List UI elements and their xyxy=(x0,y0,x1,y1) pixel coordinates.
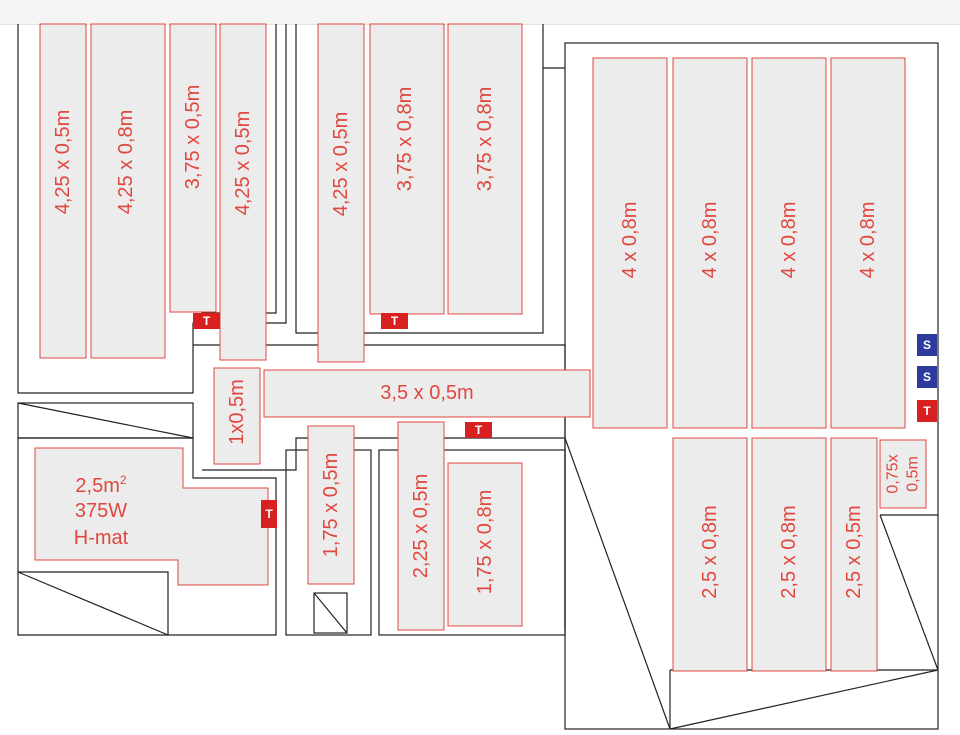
mat-6-label: 3,75 x 0,8m xyxy=(394,87,416,192)
mat-18 xyxy=(751,437,827,672)
mat-3-label: 3,75 x 0,5m xyxy=(182,85,204,190)
mat-20-label-line1: 0,75x xyxy=(885,454,902,493)
hmat-name: H-mat xyxy=(74,527,129,549)
mat-12-label: 3,5 x 0,5m xyxy=(380,382,473,404)
mat-4-label: 4,25 x 0,5m xyxy=(232,111,254,216)
mat-1-label: 4,25 x 0,5m xyxy=(52,110,74,215)
mat-19 xyxy=(830,437,878,672)
mat-15-label: 2,25 x 0,5m xyxy=(410,474,432,579)
mat-8-label: 4 x 0,8m xyxy=(619,202,641,279)
mat-17-label: 2,5 x 0,8m xyxy=(699,505,721,598)
thermostat-badge-5: T xyxy=(917,400,937,422)
thermostat-badge-2: T xyxy=(381,313,408,329)
mat-12 xyxy=(263,369,591,418)
mat-7 xyxy=(447,23,523,315)
mat-8 xyxy=(592,57,668,429)
mat-10-label: 4 x 0,8m xyxy=(778,202,800,279)
hmat-power: 375W xyxy=(75,500,127,522)
thermostat-badge-1: T xyxy=(193,313,220,329)
mat-20-label-line2: 0,5m xyxy=(905,456,922,492)
mat-h xyxy=(34,447,269,586)
mat-20 xyxy=(879,439,927,509)
mat-13 xyxy=(213,367,261,465)
mat-1 xyxy=(39,23,87,359)
mat-5 xyxy=(317,23,365,363)
svg-text:T: T xyxy=(923,404,931,418)
mat-2 xyxy=(90,23,166,359)
hmat-area-sup: 2 xyxy=(120,473,127,487)
svg-text:T: T xyxy=(203,314,211,328)
mat-11-label: 4 x 0,8m xyxy=(857,202,879,279)
svg-text:T: T xyxy=(391,314,399,328)
badges: T T T T T S S xyxy=(193,313,937,528)
mat-4 xyxy=(219,23,267,361)
mat-16-label: 1,75 x 0,8m xyxy=(474,490,496,595)
mat-17 xyxy=(672,437,748,672)
mat-7-label: 3,75 x 0,8m xyxy=(474,87,496,192)
mat-11 xyxy=(830,57,906,429)
switch-badge-1: S xyxy=(917,334,937,356)
hmat-area: 2,5m2 xyxy=(75,473,126,497)
mat-2-label: 4,25 x 0,8m xyxy=(115,110,137,215)
mat-19-label: 2,5 x 0,5m xyxy=(843,505,865,598)
svg-text:T: T xyxy=(475,423,483,437)
hmat-area-value: 2,5m xyxy=(75,475,119,497)
mat-18-label: 2,5 x 0,8m xyxy=(778,505,800,598)
mat-6 xyxy=(369,23,445,315)
svg-text:T: T xyxy=(265,507,273,521)
mat-15 xyxy=(397,421,445,631)
mat-9-label: 4 x 0,8m xyxy=(699,202,721,279)
mat-14 xyxy=(307,425,355,585)
mat-13-label: 1x0,5m xyxy=(226,379,248,445)
switch-badge-2: S xyxy=(917,366,937,388)
svg-text:S: S xyxy=(923,338,931,352)
mat-9 xyxy=(672,57,748,429)
thermostat-badge-4: T xyxy=(261,500,277,528)
svg-text:S: S xyxy=(923,370,931,384)
mat-14-label: 1,75 x 0,5m xyxy=(320,453,342,558)
mat-5-label: 4,25 x 0,5m xyxy=(330,112,352,217)
mat-labels: 4,25 x 0,5m 4,25 x 0,8m 3,75 x 0,5m 4,25… xyxy=(52,85,922,599)
heating-mats xyxy=(34,23,927,672)
walls xyxy=(17,24,939,730)
mat-3 xyxy=(169,23,217,313)
mat-16 xyxy=(447,462,523,627)
mat-10 xyxy=(751,57,827,429)
thermostat-badge-3: T xyxy=(465,422,492,438)
